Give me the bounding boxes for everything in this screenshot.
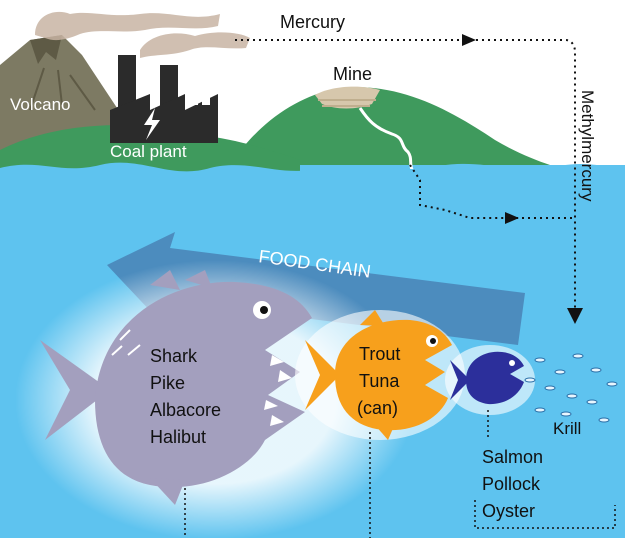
large-fish-names: Shark Pike Albacore Halibut <box>150 346 221 447</box>
krill-label: Krill <box>553 419 581 438</box>
methylmercury-label: Methylmercury <box>578 90 597 202</box>
small-fish-name: Salmon <box>482 447 543 467</box>
medium-fish-name: (can) <box>357 398 398 418</box>
mercury-label: Mercury <box>280 12 345 32</box>
small-fish-names: Salmon Pollock Oyster <box>482 447 543 521</box>
medium-fish-icon <box>295 310 465 440</box>
mercury-arrowhead <box>462 34 476 46</box>
volcano-label: Volcano <box>10 95 71 114</box>
group-connector-lines <box>184 410 616 538</box>
coal-plant-icon <box>110 55 218 143</box>
large-fish-name: Halibut <box>150 427 206 447</box>
medium-fish-name: Tuna <box>359 371 400 391</box>
water-surface <box>0 162 625 180</box>
large-fish-name: Pike <box>150 373 185 393</box>
mine-hill <box>230 86 550 178</box>
small-fish-icon <box>445 345 535 415</box>
medium-fish-name: Trout <box>359 344 400 364</box>
mine-label: Mine <box>333 64 372 84</box>
small-fish-name: Oyster <box>482 501 535 521</box>
large-fish-icon <box>15 260 415 538</box>
krill-swarm-icon <box>524 353 618 423</box>
large-fish-name: Shark <box>150 346 198 366</box>
medium-fish-names: Trout Tuna (can) <box>357 344 400 418</box>
coal-plant-label: Coal plant <box>110 142 187 161</box>
mercury-flow-arrows <box>235 39 583 324</box>
large-fish-name: Albacore <box>150 400 221 420</box>
runoff-arrowhead <box>505 212 519 224</box>
shoreline <box>0 125 300 175</box>
small-fish-name: Pollock <box>482 474 541 494</box>
